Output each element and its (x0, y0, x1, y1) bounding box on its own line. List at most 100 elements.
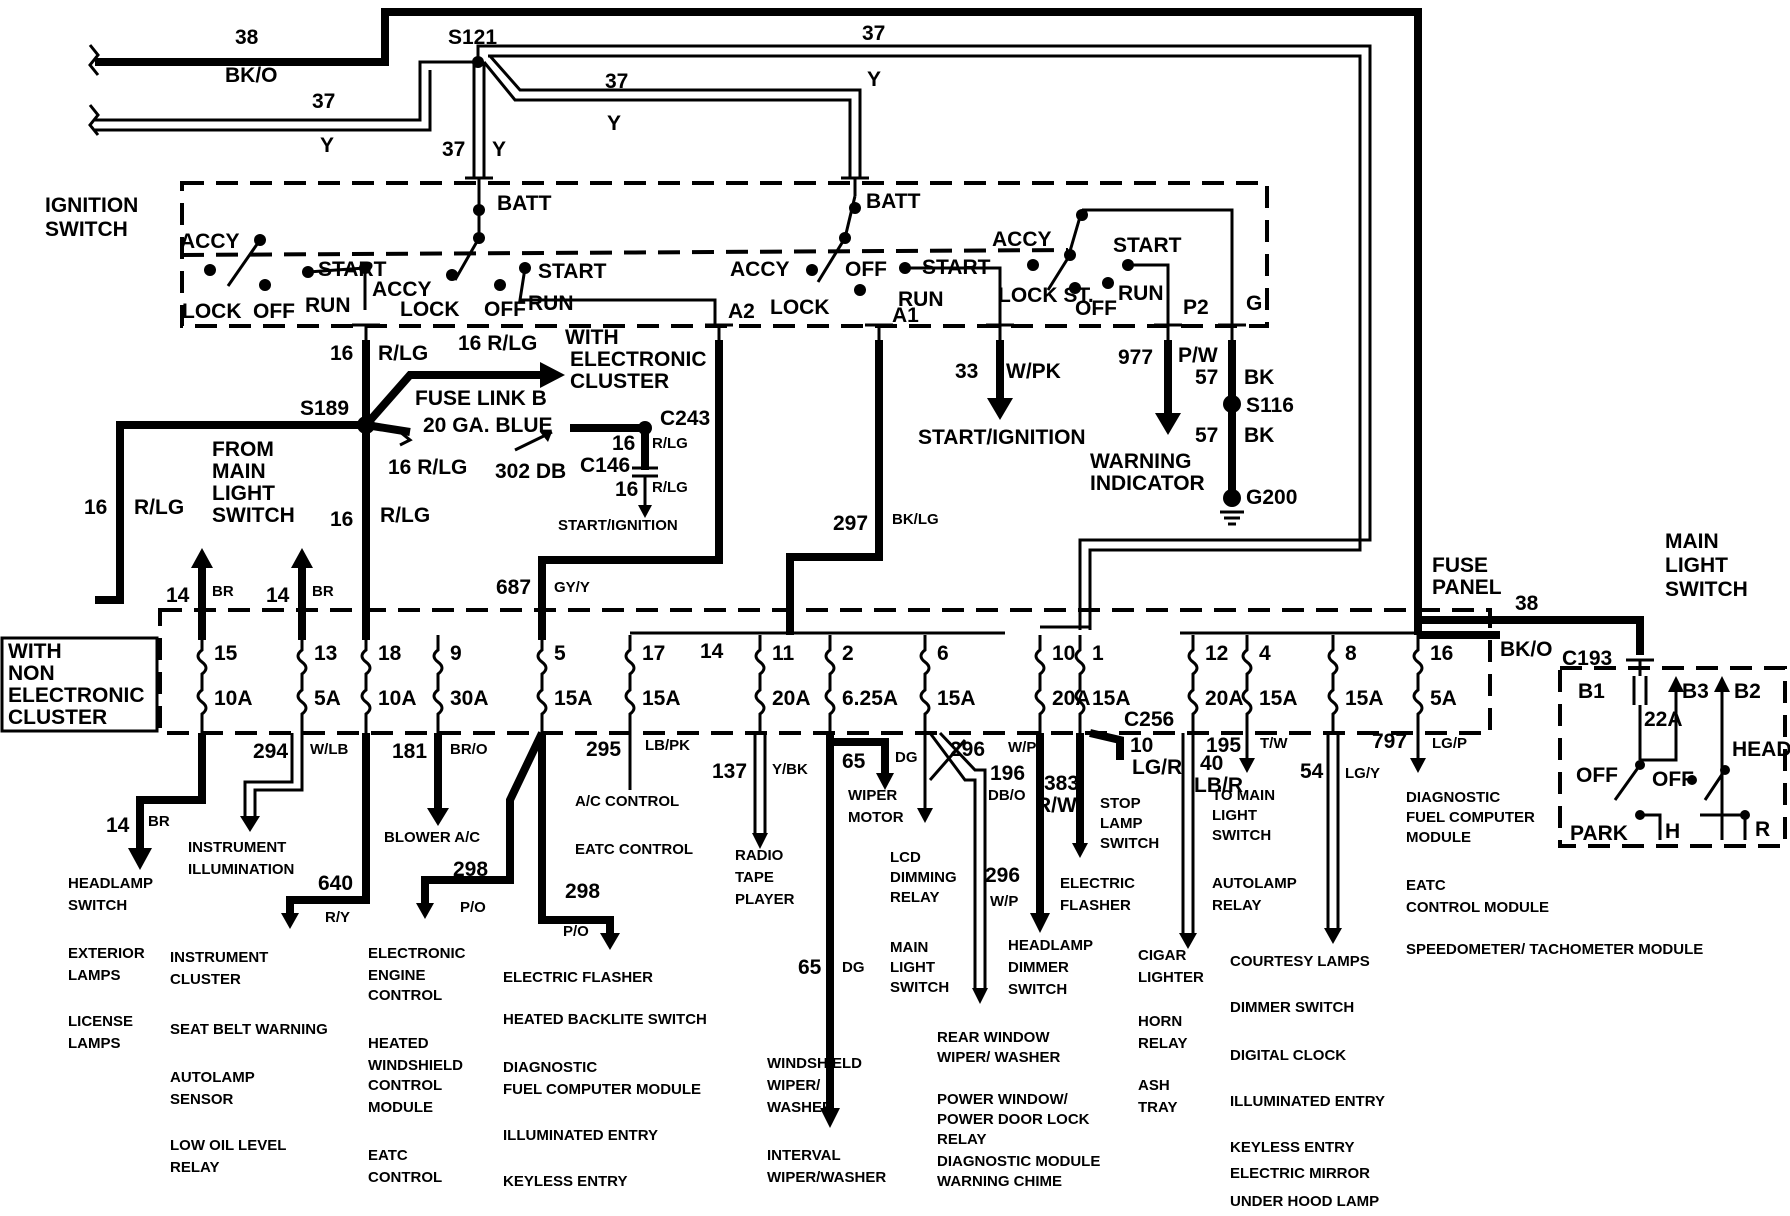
fuse-link: FUSE LINK B (415, 387, 547, 410)
fuse-num-3: 9 (450, 642, 462, 665)
from-1: FROM (212, 438, 274, 461)
b-dbo: DB/O (988, 787, 1026, 804)
load-col3-5: CONTROL (368, 1077, 442, 1094)
g-label: G (1246, 292, 1262, 315)
load-courtesy-6: UNDER HOOD LAMP (1230, 1193, 1379, 1210)
run-4: RUN (1118, 282, 1164, 305)
b-w65a: 65 (842, 750, 866, 773)
non-3: ELECTRONIC (8, 684, 145, 707)
run-2: RUN (528, 292, 574, 315)
load-radio-0: RADIO (735, 847, 784, 864)
fuse-8: 26.25A (824, 635, 898, 733)
bottom-wire-labels: 14 BR 294 W/LB 640 R/Y 181 BR/O 298 P/O … (106, 730, 1467, 979)
b-w296b: 296 (985, 864, 1020, 887)
rlg-f: R/LG (134, 496, 184, 519)
c193: C193 (1562, 647, 1612, 670)
ignition-switch: IGNITION SWITCH BATT BATT ACCY LOCK OFF … (45, 176, 1269, 340)
load-wiper-0: WINDSHIELD (767, 1055, 862, 1072)
a1-label: A1 (892, 304, 919, 327)
wpk: W/PK (1006, 360, 1061, 383)
fuse-panel-title-1: FUSE (1432, 554, 1488, 577)
load-tomain-0: TO MAIN (1212, 787, 1275, 804)
load-col3-6: MODULE (368, 1099, 433, 1116)
fp-bko: BK/O (1500, 638, 1553, 661)
gyy: GY/Y (554, 579, 590, 596)
b-wpb: W/P (990, 893, 1018, 910)
load-wiper-2: WASHER (767, 1099, 833, 1116)
b-wlb: W/LB (310, 741, 348, 758)
w16f: 16 (84, 496, 107, 519)
load-cigar-4: ASH (1138, 1077, 1170, 1094)
load-radio-1: TAPE (735, 869, 774, 886)
warn-1: WARNING (1090, 450, 1192, 473)
b-w181: 181 (392, 740, 427, 763)
load-rear-5: DIAGNOSTIC MODULE (937, 1153, 1100, 1170)
ga-blue: 20 GA. BLUE (423, 414, 553, 437)
fuse-num-9: 6 (937, 642, 949, 665)
from-4: SWITCH (212, 504, 295, 527)
b-w294: 294 (253, 740, 288, 763)
load-lcd-5: SWITCH (890, 979, 949, 996)
b-lbpk: LB/PK (645, 737, 690, 754)
off-4: OFF (1075, 297, 1117, 320)
b-lbr: LB/R (1194, 774, 1243, 797)
load-courtesy-0: COURTESY LAMPS (1230, 953, 1370, 970)
fuse-num-8: 2 (842, 642, 854, 665)
wire-yc-label: Y (607, 112, 621, 135)
wire-37c-label: 37 (605, 70, 628, 93)
load-lcd-4: LIGHT (890, 959, 935, 976)
park: PARK (1570, 822, 1628, 845)
load-eflash-1: FLASHER (1060, 897, 1131, 914)
load-diag-5: SPEEDOMETER/ TACHOMETER MODULE (1406, 941, 1703, 958)
load-col3-4: WINDSHIELD (368, 1057, 463, 1074)
load-col4-1: HEATED BACKLITE SWITCH (503, 1011, 707, 1028)
fuse-amp-9: 15A (937, 687, 976, 710)
off-mls-1: OFF (1576, 764, 1618, 787)
load-hdd-2: SWITCH (1008, 981, 1067, 998)
b-poa: P/O (460, 899, 486, 916)
load-diag-1: FUEL COMPUTER (1406, 809, 1535, 826)
load-col2-0: INSTRUMENT (170, 949, 268, 966)
a2-label: A2 (728, 300, 755, 323)
load-col4-2: DIAGNOSTIC (503, 1059, 597, 1076)
start-ign: START/IGNITION (918, 426, 1086, 449)
load-labels: HEADLAMP SWITCH EXTERIOR LAMPS LICENSE L… (68, 787, 1703, 1210)
b-w65b: 65 (798, 956, 822, 979)
fuse-num-14: 8 (1345, 642, 1357, 665)
wire-37b-label: 37 (442, 138, 465, 161)
w16a: 16 (330, 342, 353, 365)
fuse-amp-13: 15A (1259, 687, 1298, 710)
off-3: OFF (845, 258, 887, 281)
fuse-amp-15: 5A (1430, 687, 1457, 710)
lock-3: LOCK (770, 296, 830, 319)
w302: 302 DB (495, 460, 566, 483)
run-3: RUN (898, 288, 944, 311)
fuse-amp-1: 5A (314, 687, 341, 710)
from-3: LIGHT (212, 482, 275, 505)
load-rear-1: WIPER/ WASHER (937, 1049, 1061, 1066)
w16b: 16 R/LG (458, 332, 537, 355)
fuse-amp-5: 15A (642, 687, 681, 710)
wire-bko-label: BK/O (225, 64, 278, 87)
load-col1-4: LICENSE (68, 1013, 133, 1030)
br-a: BR (212, 583, 234, 600)
w16d: 16 R/LG (388, 456, 467, 479)
load-diag-3: EATC (1406, 877, 1446, 894)
load-col3-2: CONTROL (368, 987, 442, 1004)
b-bro: BR/O (450, 741, 488, 758)
c146: C146 (580, 454, 630, 477)
wire-37d-label: 37 (862, 22, 885, 45)
bk-a: BK (1244, 366, 1274, 389)
load-col4-4: ILLUMINATED ENTRY (503, 1127, 658, 1144)
mid-labels: 16 R/LG S189 16 R/LG WITH ELECTRONIC CLU… (84, 326, 1297, 607)
load-lcd-1: DIMMING (890, 869, 957, 886)
load-courtesy-1: DIMMER SWITCH (1230, 999, 1354, 1016)
b-ry: R/Y (325, 909, 350, 926)
fuse-amp-7: 20A (772, 687, 811, 710)
fuse-panel: WITH NON ELECTRONIC CLUSTER FUSE PANEL 3… (0, 554, 1644, 735)
load-hdd-1: DIMMER (1008, 959, 1069, 976)
load-tomain-2: SWITCH (1212, 827, 1271, 844)
